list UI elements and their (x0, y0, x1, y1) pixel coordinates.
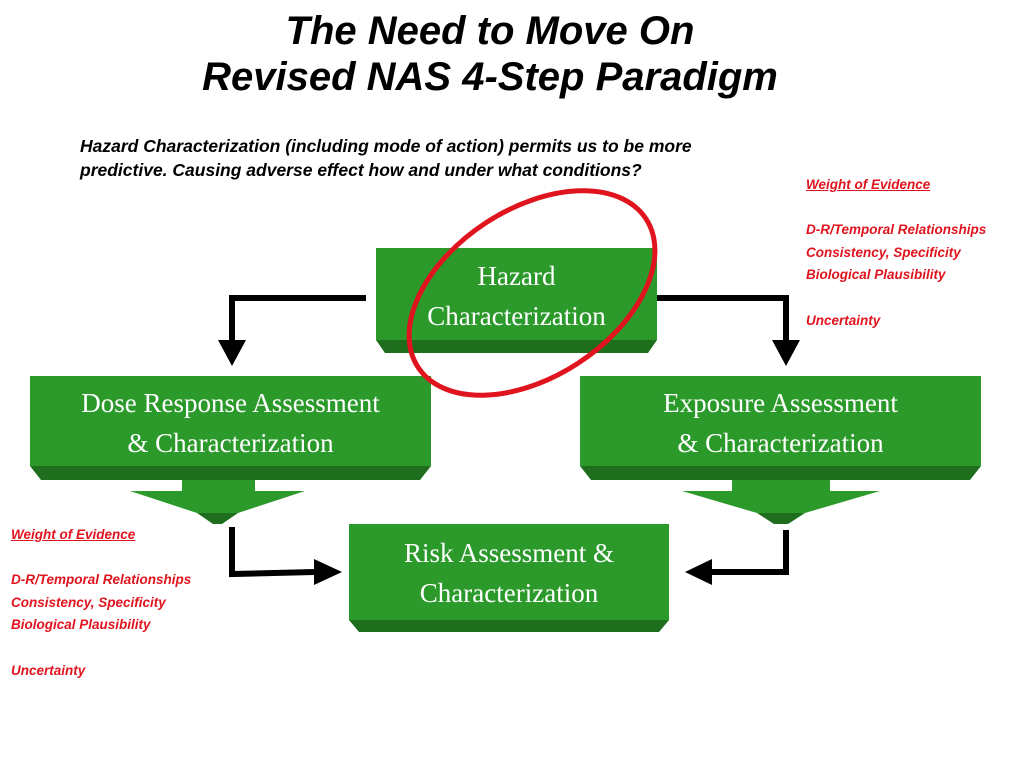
connectors (229, 295, 789, 578)
notes-right-heading: Weight of Evidence (806, 177, 931, 192)
exposure-box-label: Exposure Assessment & Characterization (580, 383, 981, 463)
dose-box-face (30, 376, 431, 466)
dose-funnel (130, 491, 305, 513)
connector-dose-to-risk (229, 527, 315, 578)
dose-response-box (30, 376, 431, 524)
risk-box (349, 524, 669, 632)
risk-box-face (349, 524, 669, 620)
notes-left-item: Biological Plausibility (11, 617, 151, 633)
hazard-label-line-1: Hazard (477, 261, 556, 291)
dose-box-shadow (30, 466, 431, 480)
hazard-box (376, 248, 657, 353)
hazard-box-face (376, 248, 657, 340)
notes-left-item: Consistency, Specificity (11, 594, 166, 610)
intro-text: Hazard Characterization (including mode … (80, 136, 692, 180)
title-line-2: Revised NAS 4-Step Paradigm (202, 55, 778, 99)
arrowhead-risk-left (314, 559, 342, 585)
risk-box-label: Risk Assessment & Characterization (349, 533, 669, 613)
dose-response-box-label: Dose Response Assessment & Characterizat… (30, 383, 431, 463)
notes-left-footer: Uncertainty (11, 662, 86, 678)
exposure-funnel (682, 491, 880, 513)
page-title: The Need to Move On Revised NAS 4-Step P… (0, 8, 980, 100)
exposure-funnel-tip (757, 513, 805, 524)
notes-right-footer: Uncertainty (806, 312, 881, 328)
arrowhead-exposure (772, 340, 800, 366)
notes-left-heading: Weight of Evidence (11, 527, 136, 542)
notes-right-item: D-R/Temporal Relationships (806, 222, 987, 238)
hazard-label-line-2: Characterization (427, 301, 606, 331)
risk-label-line-2: Characterization (419, 578, 599, 608)
risk-box-shadow (349, 620, 669, 632)
title-line-1: The Need to Move On (285, 9, 695, 53)
dose-label-line-2: & Characterization (127, 428, 334, 458)
exposure-box-face (580, 376, 981, 466)
risk-label-line-1: Risk Assessment & (403, 538, 615, 568)
arrowhead-dose (218, 340, 246, 366)
arrowhead-risk-right (685, 559, 712, 585)
dose-stem (182, 480, 255, 492)
exposure-label-line-1: Exposure Assessment (663, 388, 898, 418)
notes-left-item: D-R/Temporal Relationships (11, 572, 192, 588)
notes-right-item: Biological Plausibility (806, 267, 946, 283)
highlight-ellipse (406, 188, 658, 398)
hazard-box-label: Hazard Characterization (376, 256, 657, 336)
notes-left: Weight of Evidence D-R/Temporal Relation… (11, 524, 191, 682)
connector-hazard-to-exposure (657, 295, 789, 340)
exposure-box-shadow (580, 466, 981, 480)
dose-funnel-tip (197, 513, 238, 524)
exposure-stem (732, 480, 830, 492)
connector-hazard-to-dose (229, 295, 366, 340)
dose-label-line-1: Dose Response Assessment (81, 388, 380, 418)
exposure-label-line-2: & Characterization (677, 428, 884, 458)
notes-right: Weight of Evidence D-R/Temporal Relation… (806, 174, 986, 332)
notes-right-item: Consistency, Specificity (806, 244, 961, 260)
hazard-box-shadow (376, 340, 657, 353)
connector-exposure-to-risk (712, 530, 789, 575)
exposure-box (580, 376, 981, 524)
arrowheads (218, 340, 800, 585)
